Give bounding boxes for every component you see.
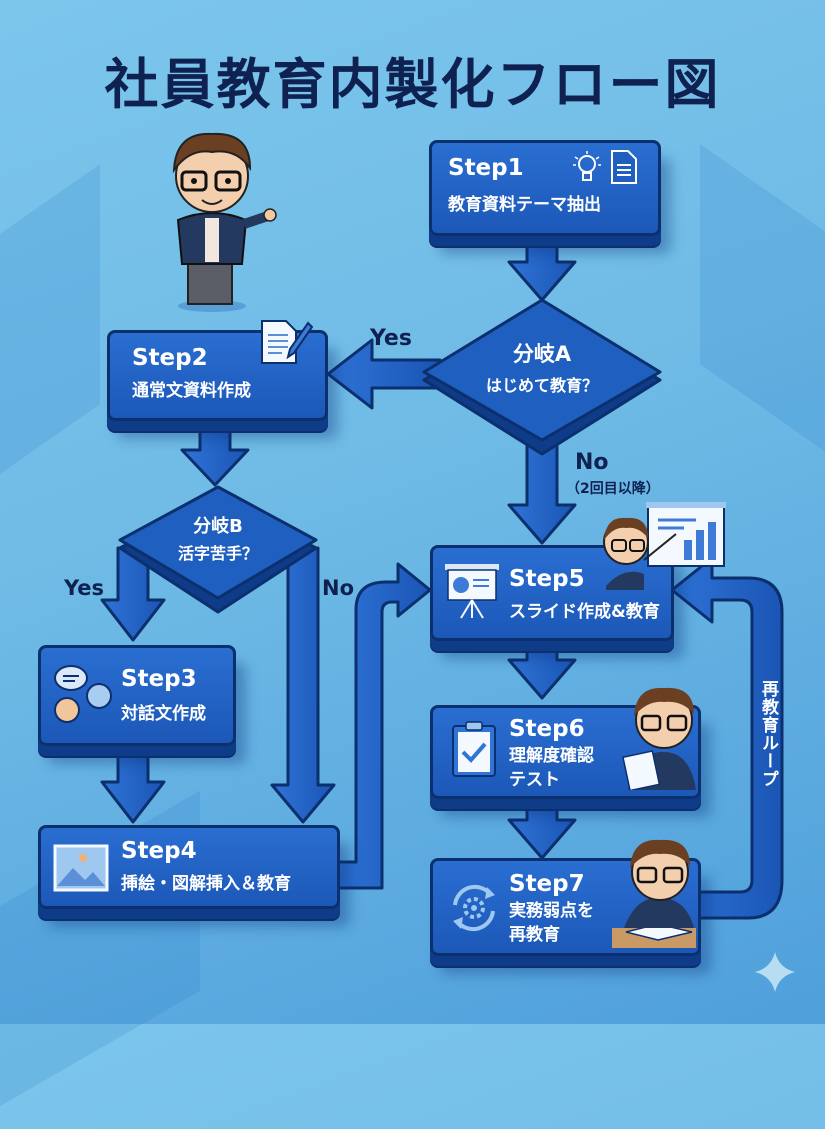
step2-desc: 通常文資料作成	[132, 381, 251, 401]
branch-a-label: 分岐A	[512, 342, 572, 366]
step7-desc-line1: 実務弱点を	[509, 901, 594, 921]
arrow-branch-a-no	[507, 438, 577, 545]
step3-desc: 対話文作成	[121, 704, 206, 724]
arrow-step1-to-branch-a	[507, 238, 577, 302]
branch-b-diamond	[118, 485, 318, 600]
step7-desc-line2: 再教育	[509, 925, 560, 945]
step4-label: Step4	[121, 838, 197, 864]
branch-b-label: 分岐B	[193, 516, 243, 537]
branch-b-no-label: No	[322, 576, 355, 600]
step6-desc-line1: 理解度確認	[509, 746, 594, 766]
step4-desc: 挿絵・図解挿入＆教育	[121, 874, 291, 894]
chat-bubbles-icon	[54, 665, 112, 723]
step2-label: Step2	[132, 345, 208, 371]
branch-a-text: 分岐A はじめて教育？	[444, 338, 640, 396]
flow-connectors	[100, 238, 795, 992]
branch-a-diamond	[422, 298, 662, 442]
branch-a-yes-label: Yes	[370, 326, 412, 351]
arrow-step2-to-branch-b	[180, 416, 250, 487]
step2-box: Step2 通常文資料作成	[107, 320, 328, 421]
arrow-branch-a-yes	[326, 338, 442, 410]
reading-character	[622, 687, 696, 790]
branch-b-yes-label: Yes	[64, 576, 105, 600]
arrow-step6-to-step7	[507, 798, 577, 860]
image-icon	[53, 844, 109, 892]
presentation-icon	[445, 564, 499, 619]
step1-label: Step1	[448, 155, 524, 181]
step5-label: Step5	[509, 566, 585, 592]
branch-a-question: はじめて教育？	[485, 376, 598, 395]
step3-box: Step3 対話文作成	[38, 645, 236, 746]
arrow-branch-b-no	[270, 546, 336, 824]
step1-desc: 教育資料テーマ抽出	[448, 195, 601, 215]
step3-label: Step3	[121, 666, 197, 692]
step5-desc: スライド作成&教育	[509, 602, 660, 622]
branch-a-no-label: No	[575, 450, 609, 475]
step7-label: Step7	[509, 871, 585, 897]
step5-box: Step5 スライド作成&教育	[430, 545, 674, 641]
mascot-character	[172, 132, 277, 312]
document-pen-icon	[261, 320, 314, 364]
step6-label: Step6	[509, 716, 585, 742]
branch-b-text: 分岐B 活字苦手？	[138, 512, 298, 564]
sparkle-icon	[755, 952, 795, 992]
step4-box: Step4 挿絵・図解挿入＆教育	[38, 825, 340, 909]
arrow-step4-to-step5	[333, 562, 432, 890]
writing-character	[612, 839, 696, 948]
page-title: 社員教育内製化フロー図	[104, 53, 721, 116]
step6-desc-line2: テスト	[509, 770, 560, 790]
clipboard-check-icon	[452, 721, 496, 777]
step1-box: Step1 教育資料テーマ抽出	[429, 140, 661, 236]
reeducation-loop-label: 再教育ループ	[758, 680, 778, 788]
arrow-step5-to-step6	[507, 638, 577, 700]
arrow-step3-to-step4	[100, 748, 166, 824]
lightbulb-icon	[573, 151, 601, 181]
document-icon	[611, 150, 637, 184]
cycle-gear-icon	[453, 884, 495, 932]
branch-a-no-note: （2回目以降）	[566, 481, 660, 497]
presenter-character	[603, 502, 726, 590]
branch-b-question: 活字苦手？	[177, 544, 258, 563]
